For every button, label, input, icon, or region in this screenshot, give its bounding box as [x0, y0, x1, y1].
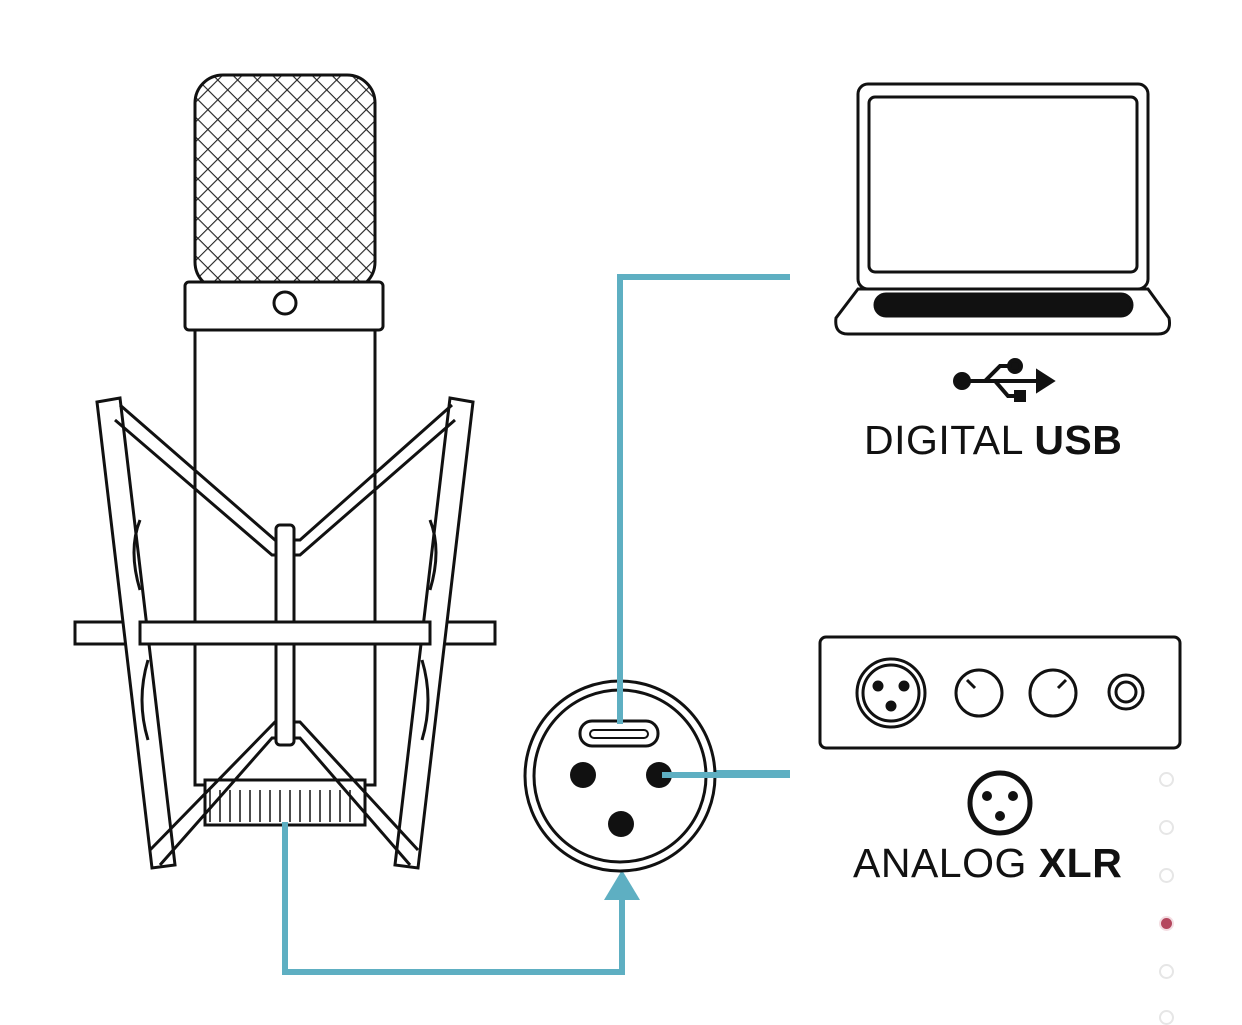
page-dot-4-active[interactable]	[1159, 916, 1174, 931]
laptop-icon	[834, 82, 1171, 336]
digital-prefix: DIGITAL	[864, 417, 1023, 463]
page-dot-2[interactable]	[1159, 820, 1174, 835]
page-dot-3[interactable]	[1159, 868, 1174, 883]
digital-usb-label: DIGITAL USB	[864, 417, 1122, 464]
page-dot-5[interactable]	[1159, 964, 1174, 979]
analog-prefix: ANALOG	[853, 840, 1027, 886]
xlr-icon	[967, 770, 1033, 836]
page-dot-1[interactable]	[1159, 772, 1174, 787]
page-dot-6[interactable]	[1159, 1010, 1174, 1025]
usb-c-xlr-connector-icon	[523, 679, 717, 873]
digital-strong: USB	[1034, 417, 1123, 463]
analog-xlr-label: ANALOG XLR	[853, 840, 1122, 887]
usb-icon	[953, 358, 1056, 402]
audio-interface-icon	[818, 635, 1182, 750]
cable-ends	[617, 660, 790, 778]
analog-strong: XLR	[1038, 840, 1123, 886]
arrow-up-icon	[604, 870, 640, 900]
microphone-illustration	[73, 73, 497, 870]
